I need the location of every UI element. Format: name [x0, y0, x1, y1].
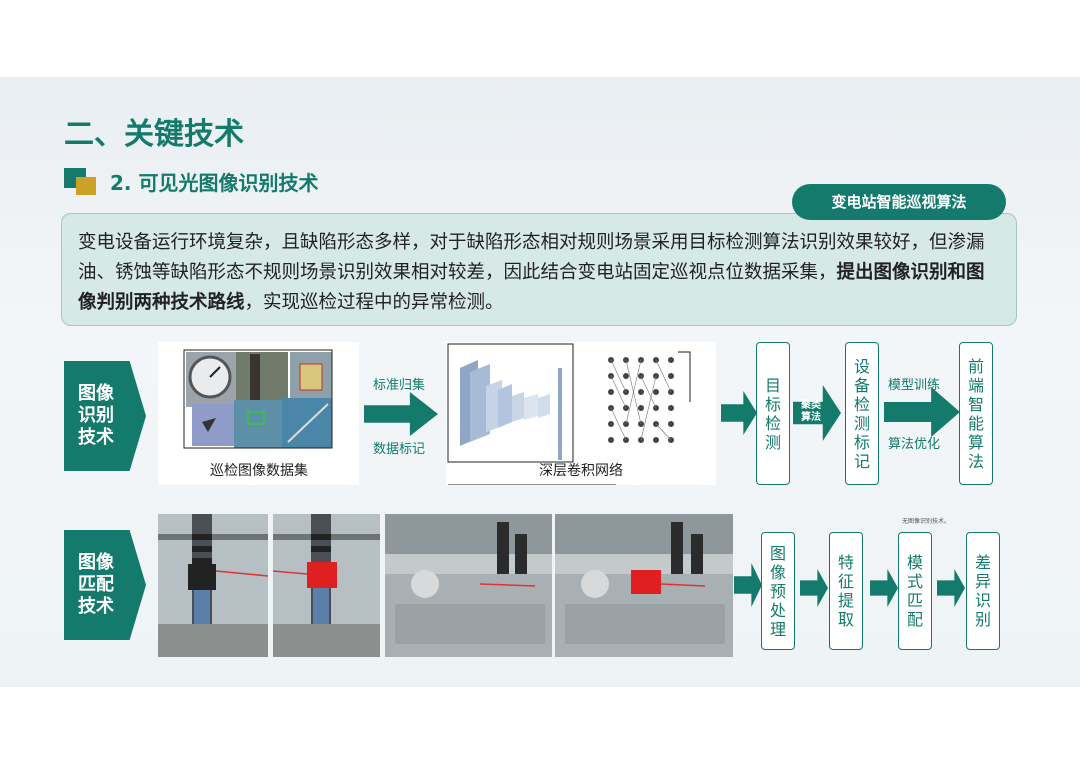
section-square-icon — [64, 168, 96, 196]
cnn-panel: 深层卷积网络 — [446, 342, 716, 485]
step-label: 特征提取 — [837, 553, 855, 629]
cnn-caption: 深层卷积网络 — [539, 460, 623, 480]
image-matching-tag: 图像匹配技术 — [64, 530, 146, 640]
arrow-right-icon — [734, 563, 762, 607]
page-title: 二、关键技术 — [64, 109, 244, 153]
arrow-label-optimize: 算法优化 — [888, 433, 940, 452]
arrow-right-icon — [884, 387, 960, 437]
step-difference-box: 差异识别 — [966, 532, 1000, 650]
step-feature-box: 特征提取 — [829, 532, 863, 650]
dataset-caption: 巡检图像数据集 — [210, 460, 308, 480]
arrow-right-icon — [870, 569, 898, 607]
equipment-photo-1 — [158, 514, 268, 657]
step-label: 差异识别 — [974, 553, 992, 629]
tag-label: 图像匹配技术 — [76, 552, 116, 618]
algorithm-badge: 变电站智能巡视算法 — [792, 184, 1006, 220]
arrow-right-icon — [937, 569, 965, 607]
tag-label: 图像识别技术 — [76, 383, 116, 449]
step-label: 图像预处理 — [769, 544, 787, 639]
description-tail: ，实现巡检过程中的异常检测。 — [245, 292, 504, 313]
step-preprocess-box: 图像预处理 — [761, 532, 795, 650]
tiny-note: 无图像识别技术。 — [902, 516, 950, 525]
frontend-algorithm-label: 前端智能算法 — [967, 357, 985, 471]
description-box: 变电设备运行环境复杂，且缺陷形态多样，对于缺陷形态相对规则场景采用目标检测算法识… — [61, 213, 1017, 326]
arrow-right-icon — [721, 391, 757, 435]
arrow-label-annotate: 数据标记 — [373, 438, 425, 457]
step-label: 模式匹配 — [906, 553, 924, 629]
step-match-box: 模式匹配 — [898, 532, 932, 650]
arrow-right-icon — [364, 392, 438, 436]
equipment-photo-2 — [273, 514, 380, 657]
section-subtitle: 2. 可见光图像识别技术 — [110, 167, 318, 196]
dataset-panel: 巡检图像数据集 — [158, 342, 359, 485]
image-recognition-tag: 图像识别技术 — [64, 361, 146, 471]
equipment-photo-3 — [385, 514, 552, 657]
device-detection-box: 设备检测标记 — [845, 342, 879, 485]
equipment-photo-4 — [555, 514, 733, 657]
slide: 二、关键技术 2. 可见光图像识别技术 变电设备运行环境复杂，且缺陷形态多样，对… — [0, 77, 1080, 687]
device-detection-label: 设备检测标记 — [853, 357, 871, 471]
arrow-right-icon — [800, 569, 828, 607]
clustering-label: 聚类算法 — [797, 400, 825, 424]
frontend-algorithm-box: 前端智能算法 — [959, 342, 993, 485]
arrow-label-standardize: 标准归集 — [373, 374, 425, 393]
target-detection-box: 目标检测 — [756, 342, 790, 485]
target-detection-label: 目标检测 — [764, 376, 782, 452]
